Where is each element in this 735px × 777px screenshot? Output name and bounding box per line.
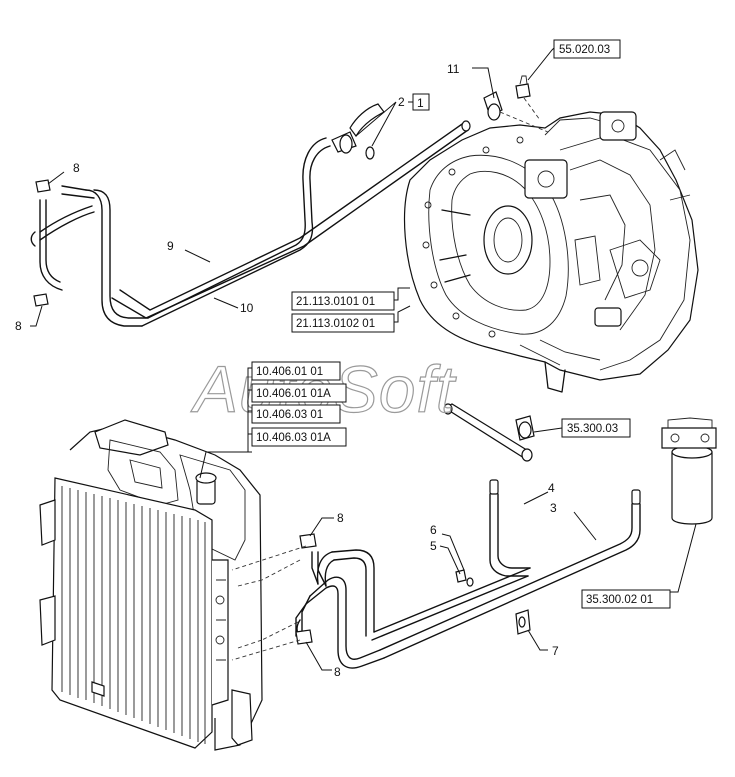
oil-filter-icon	[661, 417, 717, 525]
callout-3: 3	[550, 501, 557, 515]
callout-2: 2	[398, 95, 405, 109]
callout-6: 6	[430, 523, 437, 537]
reference-boxes: 55.020.03 21.113.0101 01 21.113.0102 01 …	[251, 39, 671, 609]
ref-55-020-03: 55.020.03	[559, 44, 610, 56]
ref-10-406-03-01A: 10.406.03 01A	[256, 432, 331, 444]
callout-8-mid-upper: 8	[337, 511, 344, 525]
callout-11: 11	[447, 62, 460, 76]
callout-4: 4	[548, 481, 555, 495]
transmission-housing-icon	[403, 111, 699, 393]
ref-10-406-01-01: 10.406.01 01	[256, 366, 323, 378]
callout-1-box	[412, 93, 430, 111]
callout-numbers: 8 8 9 10 2 1 11 4 3 6 5 7 8 8	[15, 62, 559, 679]
pipe-9-10	[30, 103, 471, 327]
callout-9: 9	[167, 239, 174, 253]
callout-8-mid-lower: 8	[334, 665, 341, 679]
callout-10: 10	[240, 301, 254, 315]
ref-10-406-01-01A: 10.406.01 01A	[256, 388, 331, 400]
assembly-lines	[231, 545, 307, 661]
ref-35-300-02-01: 35.300.02 01	[586, 594, 653, 606]
callout-8-lower: 8	[15, 319, 22, 333]
ref-21-113-0102-01: 21.113.0102 01	[296, 318, 375, 330]
radiator-core-fins	[61, 486, 206, 744]
radiator-icon	[39, 419, 263, 751]
callout-7: 7	[552, 644, 559, 658]
callout-1: 1	[417, 96, 424, 110]
leader-lines	[30, 47, 697, 671]
pipe-3-4	[295, 479, 641, 669]
callout-5: 5	[430, 539, 437, 553]
ref-10-406-03-01: 10.406.03 01	[256, 409, 323, 421]
ref-35-300-03: 35.300.03	[567, 423, 618, 435]
ref-21-113-0101-01: 21.113.0101 01	[296, 296, 375, 308]
fitting-35-300-03	[443, 403, 535, 462]
fitting-11	[483, 75, 549, 133]
callout-8-upper: 8	[73, 161, 80, 175]
